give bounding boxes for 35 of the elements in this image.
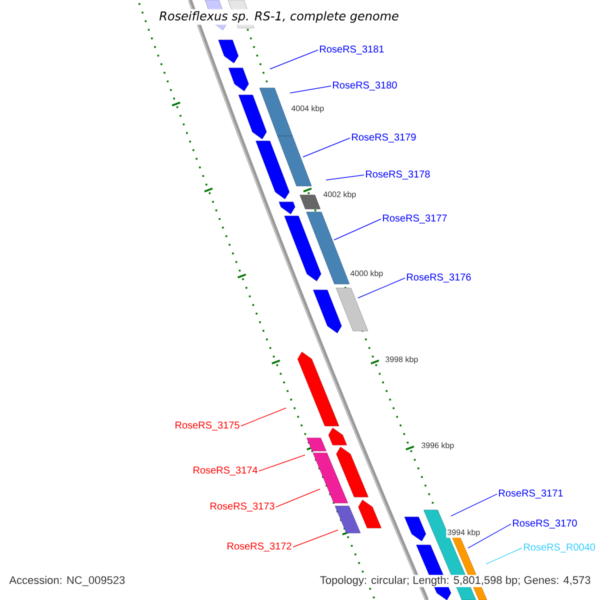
tick-label: 3994 kbp bbox=[446, 528, 482, 538]
gene-label: RoseRS_3176 bbox=[407, 274, 471, 282]
leader-line bbox=[290, 86, 332, 94]
gene-label: RoseRS_3173 bbox=[210, 502, 274, 512]
gene-label: RoseRS_3175 bbox=[176, 422, 240, 430]
leader-line bbox=[292, 530, 338, 548]
leader-line bbox=[468, 524, 512, 548]
gene-label: RoseRS_3174 bbox=[194, 466, 258, 476]
gene-label: RoseRS_3178 bbox=[366, 170, 430, 180]
footer-text: Accession: NC_009523 bbox=[8, 574, 126, 588]
leader-line bbox=[276, 488, 320, 508]
gene-label: RoseRS_3177 bbox=[383, 214, 447, 224]
leader-line bbox=[486, 548, 522, 564]
leader-line bbox=[240, 408, 286, 426]
gene-label: RoseRS_R0040 bbox=[524, 544, 596, 552]
leader-line bbox=[302, 138, 350, 158]
leader-line bbox=[450, 494, 498, 516]
leader-line bbox=[258, 454, 306, 472]
gene-label: RoseRS_3172 bbox=[228, 542, 292, 552]
leader-line bbox=[326, 174, 364, 180]
tick-label: 4000 kbp bbox=[349, 269, 384, 279]
leader-line bbox=[334, 218, 382, 240]
gene-label: RoseRS_3170 bbox=[513, 520, 577, 528]
leader-line bbox=[270, 50, 318, 70]
gene-label: RoseRS_3171 bbox=[499, 490, 563, 498]
gene-label: RoseRS_3180 bbox=[333, 82, 397, 90]
leader-line bbox=[358, 278, 406, 298]
gene-label: RoseRS_3181 bbox=[320, 46, 384, 54]
title: Roseiflexus sp. RS-1, complete genome bbox=[157, 9, 401, 25]
footer-text: Topology: circular; Length: 5,801,598 bp; Genes: 4,573 bbox=[318, 574, 592, 588]
tick-label: 3996 kbp bbox=[420, 441, 456, 451]
tick-label: 4004 kbp bbox=[290, 104, 326, 114]
tick-label: 3998 kbp bbox=[384, 355, 420, 365]
gene-label: RoseRS_3179 bbox=[352, 134, 416, 142]
tick-label: 4002 kbp bbox=[322, 190, 358, 200]
